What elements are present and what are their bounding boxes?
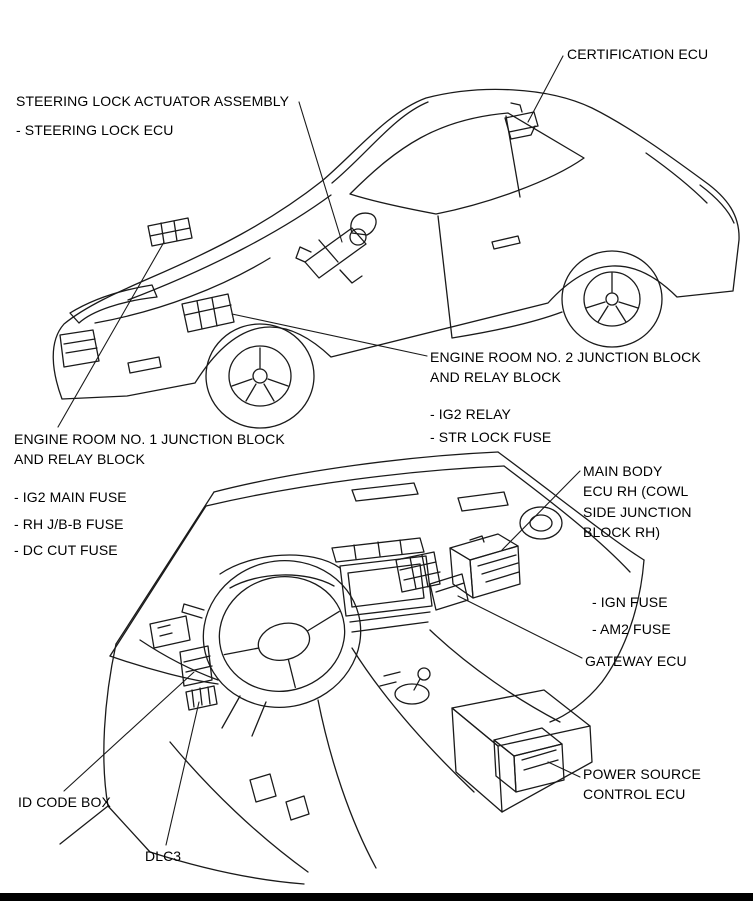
gateway-ecu-component (429, 573, 469, 611)
label-main-body-ecu: MAIN BODY ECU RH (COWL SIDE JUNCTION BLO… (583, 463, 692, 540)
id-code-box-component (179, 645, 213, 687)
label-dlc3: DLC3 (145, 848, 182, 864)
power-source-control-ecu-component (493, 727, 565, 793)
steering-lock-actuator-component (295, 227, 367, 284)
relay-block-component (395, 551, 441, 593)
label-steering-lock-ecu: - STEERING LOCK ECU (16, 122, 174, 138)
leader-engine-room-no1 (57, 241, 165, 428)
leader-certification-ecu (527, 55, 564, 123)
label-engine-room-no1: ENGINE ROOM NO. 1 JUNCTION BLOCK AND REL… (14, 431, 285, 468)
bottom-edge-bar (0, 893, 753, 901)
label-gateway-ecu: GATEWAY ECU (585, 653, 687, 669)
label-str-lock-fuse: - STR LOCK FUSE (430, 429, 552, 445)
leader-dlc3 (165, 701, 200, 846)
leader-gateway-ecu (457, 595, 583, 659)
leader-engine-room-no2 (231, 313, 428, 357)
car-interior-illustration (59, 451, 645, 885)
label-rh-jbb-fuse: - RH J/B-B FUSE (14, 516, 124, 532)
leader-main-body-ecu (501, 470, 581, 551)
engine-room-no1-junction-block-component (147, 217, 193, 247)
label-engine-room-no2: ENGINE ROOM NO. 2 JUNCTION BLOCK AND REL… (430, 349, 701, 386)
leader-lines (57, 55, 583, 846)
label-certification-ecu: CERTIFICATION ECU (567, 46, 709, 62)
car-exterior-illustration (52, 88, 740, 429)
leader-id-code-box (63, 671, 195, 792)
leader-power-source-control-ecu (547, 761, 581, 778)
label-ig2-main-fuse: - IG2 MAIN FUSE (14, 489, 127, 505)
label-ign-fuse: - IGN FUSE (592, 594, 668, 610)
label-id-code-box: ID CODE BOX (18, 794, 111, 810)
main-body-ecu-component (449, 533, 521, 599)
dlc3-component (185, 685, 218, 711)
label-steering-lock-actuator: STEERING LOCK ACTUATOR ASSEMBLY (16, 93, 290, 109)
label-power-source-control-ecu: POWER SOURCE CONTROL ECU (583, 766, 701, 803)
label-dc-cut-fuse: - DC CUT FUSE (14, 542, 118, 558)
label-am2-fuse: - AM2 FUSE (592, 621, 671, 637)
certification-ecu-component (504, 102, 539, 140)
engine-room-no2-junction-block-component (181, 293, 235, 333)
leader-steering-lock-actuator (298, 101, 343, 243)
label-ig2-relay: - IG2 RELAY (430, 406, 511, 422)
